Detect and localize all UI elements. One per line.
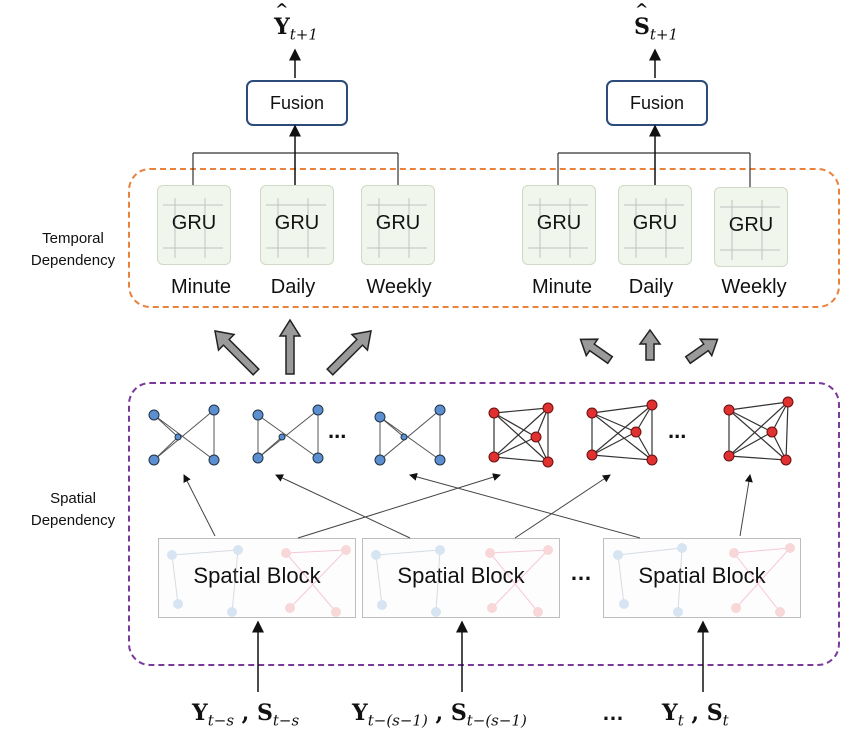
fusion-box-right: Fusion	[606, 80, 708, 126]
ellipsis-graphs-red: ...	[668, 418, 687, 443]
block-arrow-right-group-diag-right	[684, 338, 719, 365]
block-arrow-left-up	[278, 318, 302, 375]
spatial-block-2: Spatial Block	[362, 538, 560, 618]
spatial-dependency-region	[128, 382, 840, 666]
spatial-block-graph-hints	[167, 543, 795, 617]
red-graph-3	[723, 396, 794, 466]
ellipsis-inputs: …	[602, 700, 624, 725]
period-label-minute-right: Minute	[531, 276, 593, 298]
period-label-minute-left: Minute	[170, 276, 232, 298]
period-label-weekly-left: Weekly	[366, 276, 432, 298]
block-arrow-right-diag	[326, 330, 372, 376]
ellipsis-graphs-blue: ...	[328, 418, 347, 443]
output-y-label: Y^t+1	[274, 0, 318, 44]
red-graph-2	[586, 399, 658, 466]
input-label-t-minus-s: Yt−s , St−s	[192, 700, 300, 730]
red-graph-1	[488, 402, 554, 468]
block-arrow-left-diag	[214, 330, 260, 376]
spatial-dependency-label: Spatial Dependency	[30, 490, 116, 529]
blue-graph-3	[374, 404, 446, 466]
temporal-dependency-label: Temporal Dependency	[30, 230, 116, 269]
gru-cell-schematics	[163, 198, 780, 260]
blue-graph-1	[148, 404, 220, 466]
input-label-t-minus-s-minus-1: Yt−(s−1) , St−(s−1)	[352, 700, 527, 730]
output-s-label: S^t+1	[633, 0, 679, 44]
period-label-weekly-right: Weekly	[721, 276, 787, 298]
temporal-dependency-region	[128, 168, 840, 308]
gru-unit-weekly-left: GRU	[361, 185, 435, 265]
block-arrow-right-group-up	[638, 328, 662, 361]
period-label-daily-right: Daily	[628, 276, 674, 298]
gru-unit-daily-left: GRU	[260, 185, 334, 265]
spatial-block-3: Spatial Block	[603, 538, 801, 618]
spatial-to-graph-connectors	[183, 472, 753, 539]
period-label-daily-left: Daily	[270, 276, 316, 298]
gru-unit-daily-right: GRU	[618, 185, 692, 265]
spatial-block-1: Spatial Block	[158, 538, 356, 618]
ellipsis-spatial-blocks: …	[570, 560, 592, 585]
gru-unit-minute-right: GRU	[522, 185, 596, 265]
gru-unit-weekly-right: GRU	[714, 187, 788, 267]
gru-unit-minute-left: GRU	[157, 185, 231, 265]
input-label-t: Yt , St	[662, 700, 729, 730]
blue-graph-2	[252, 404, 324, 464]
block-arrow-right-group-diag-left	[579, 338, 614, 365]
fusion-right-connectors	[557, 152, 751, 187]
